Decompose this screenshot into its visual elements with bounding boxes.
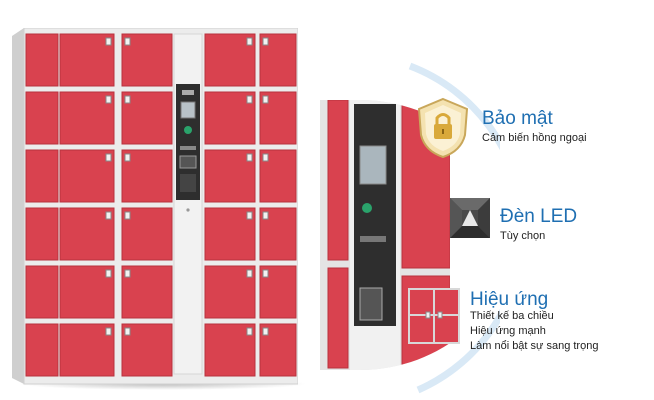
- door-lock-icon: [246, 37, 253, 46]
- locker-door: [59, 207, 115, 261]
- door-lock-icon: [246, 95, 253, 104]
- door-lock-icon: [124, 95, 131, 104]
- locker-door: [59, 323, 115, 377]
- door-lock-icon: [105, 153, 112, 162]
- door-lock-icon: [262, 153, 269, 162]
- door-lock-icon: [246, 211, 253, 220]
- panel-keypad: [179, 155, 197, 169]
- door-lock-icon: [105, 269, 112, 278]
- door-lock-icon: [246, 327, 253, 336]
- door-lock-icon: [105, 211, 112, 220]
- door-lock-icon: [262, 37, 269, 46]
- door-lock-icon: [262, 211, 269, 220]
- locker-door: [259, 207, 297, 261]
- door-lock-icon: [124, 211, 131, 220]
- locker-door: [25, 91, 59, 145]
- locker-cabinet: [12, 28, 298, 385]
- highlight-arc: [408, 62, 500, 394]
- feature-title-led: Đèn LED: [500, 206, 578, 227]
- panel-scanner-icon: [184, 126, 192, 134]
- locker-doors: [25, 33, 297, 377]
- locker-door: [25, 265, 59, 319]
- door-lock-icon: [246, 153, 253, 162]
- door-lock-icon: [105, 37, 112, 46]
- door-lock-icon: [262, 327, 269, 336]
- door-lock-icon: [262, 95, 269, 104]
- feature-desc-led: Tùy chọn: [500, 230, 546, 242]
- keyhole-icon: [186, 208, 190, 212]
- panel-screen: [180, 101, 196, 119]
- feature-title-security: Bảo mật: [482, 108, 553, 129]
- door-lock-icon: [124, 153, 131, 162]
- locker-door-icon: [408, 288, 460, 344]
- locker-door: [59, 33, 115, 87]
- locker-door: [25, 207, 59, 261]
- locker-door: [59, 91, 115, 145]
- feature-title-effect: Hiệu ứng: [470, 289, 549, 310]
- panel-logo: [182, 90, 194, 95]
- door-lock-icon: [105, 95, 112, 104]
- door-lock-icon: [262, 269, 269, 278]
- panel-slot: [180, 146, 196, 150]
- door-lock-icon: [124, 327, 131, 336]
- feature-desc-effect-2: Hiệu ứng mạnh: [470, 325, 546, 337]
- locker-door: [25, 149, 59, 203]
- panel-printer: [180, 174, 196, 192]
- cabinet-side-panel: [12, 28, 24, 384]
- door-lock-icon: [246, 269, 253, 278]
- feature-desc-effect-1: Thiết kế ba chiều: [470, 310, 554, 322]
- door-lock-icon: [124, 269, 131, 278]
- led-light-icon: [450, 198, 490, 238]
- feature-desc-effect-3: Làm nổi bật sự sang trọng: [470, 340, 599, 352]
- padlock-shield-icon: [417, 97, 469, 159]
- feature-desc-security: Cảm biến hồng ngoại: [482, 132, 587, 144]
- door-lock-icon: [124, 37, 131, 46]
- locker-door: [59, 149, 115, 203]
- locker-door: [59, 265, 115, 319]
- locker-door: [25, 323, 59, 377]
- locker-door: [121, 33, 173, 87]
- door-lock-icon: [105, 327, 112, 336]
- locker-door: [25, 33, 59, 87]
